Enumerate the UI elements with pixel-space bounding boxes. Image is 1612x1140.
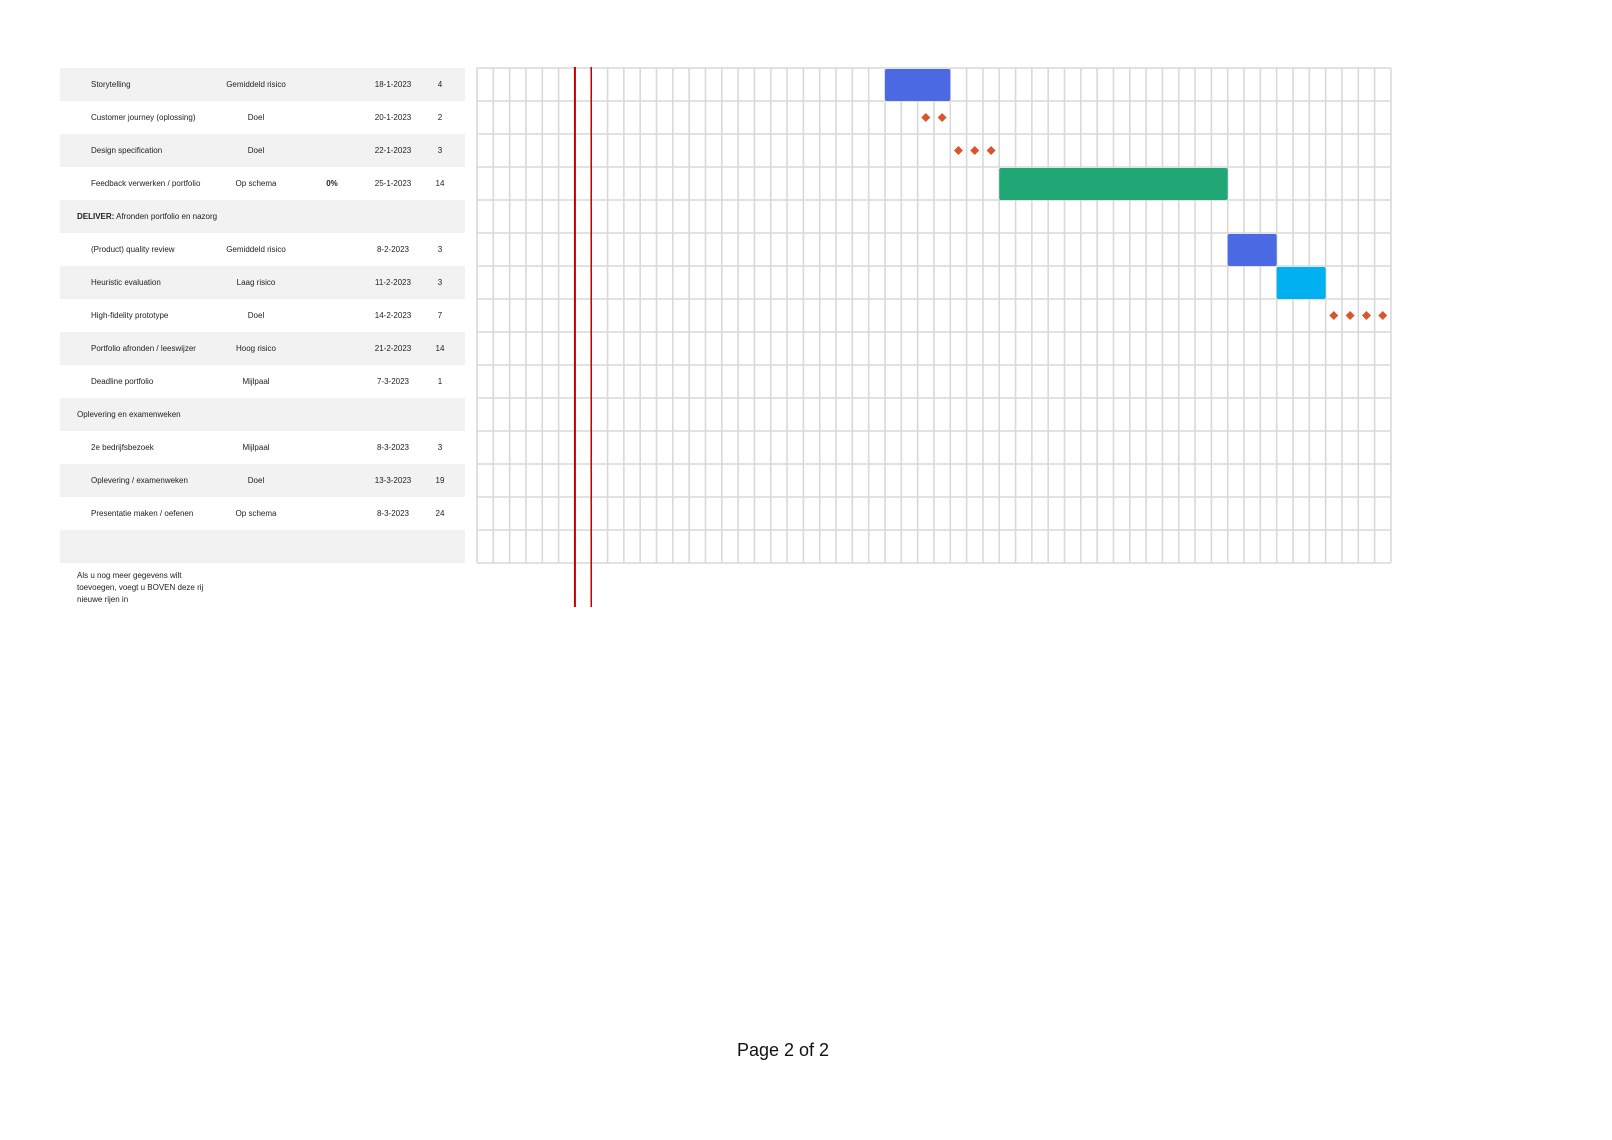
goal-diamond-marker xyxy=(970,146,980,155)
task-row[interactable]: Customer journey (oplossing) Doel 20-1-202… xyxy=(60,101,465,134)
task-row[interactable] xyxy=(60,530,465,563)
task-start-date: 25-1-2023 xyxy=(374,179,412,188)
task-row[interactable]: Storytelling Gemiddeld risico 18-1-2023 4 xyxy=(60,68,465,101)
task-row[interactable]: Presentatie maken / oefenen Op schema 8-3-… xyxy=(60,497,465,530)
section-header-row[interactable]: DELIVER: Afronden portfolio en nazorg xyxy=(60,200,465,233)
task-name: (Product) quality review xyxy=(91,245,175,254)
goal-diamond-marker xyxy=(953,146,963,155)
task-row[interactable]: Design specification Doel 22-1-2023 3 xyxy=(60,134,465,167)
goal-diamond-marker xyxy=(921,113,931,122)
task-status: Doel xyxy=(247,476,265,485)
task-start-date: 11-2-2023 xyxy=(375,278,411,287)
gantt-chart xyxy=(476,67,1392,607)
section-title: Oplevering en examenweken xyxy=(77,410,181,419)
section-title: DELIVER: Afronden portfolio en nazorg xyxy=(77,200,217,233)
gantt-bar xyxy=(999,168,1228,200)
insert-rows-note: Als u nog meer gegevens wilt toevoegen, … xyxy=(77,571,204,604)
task-status: Gemiddeld risico xyxy=(226,80,286,89)
goal-diamond-marker xyxy=(1329,311,1339,320)
task-name: Presentatie maken / oefenen xyxy=(91,509,194,518)
task-progress: 0% xyxy=(326,179,338,188)
task-name: Oplevering / examenweken xyxy=(91,476,188,485)
task-start-date: 13-3-2023 xyxy=(374,476,412,485)
task-row[interactable]: 2e bedrijfsbezoek Mijlpaal 8-3-2023 3 xyxy=(60,431,465,464)
task-start-date: 8-2-2023 xyxy=(376,245,410,254)
gantt-bar xyxy=(1276,267,1326,299)
task-name: Deadline portfolio xyxy=(91,377,154,386)
task-days: 1 xyxy=(437,377,443,386)
task-status: Laag risico xyxy=(236,278,276,287)
goal-diamond-marker xyxy=(1378,311,1388,320)
task-status: Doel xyxy=(247,311,265,320)
task-status: Doel xyxy=(247,146,265,155)
task-days: 14 xyxy=(435,179,445,188)
task-status: Doel xyxy=(247,113,265,122)
task-days: 19 xyxy=(435,476,445,485)
page-footer: Page 2 of 2 xyxy=(736,1040,830,1060)
task-days: 3 xyxy=(437,443,443,452)
task-row[interactable]: Heuristic evaluation Laag risico 11-2-2023… xyxy=(60,266,465,299)
goal-diamond-marker xyxy=(986,146,996,155)
task-status: Mijlpaal xyxy=(242,443,270,452)
task-start-date: 21-2-2023 xyxy=(374,344,412,353)
task-status: Op schema xyxy=(235,179,277,188)
task-name: 2e bedrijfsbezoek xyxy=(91,443,154,452)
task-status: Op schema xyxy=(235,509,277,518)
task-days: 14 xyxy=(435,344,445,353)
task-name: Feedback verwerken / portfolio xyxy=(91,179,201,188)
task-name: Design specification xyxy=(91,146,163,155)
goal-diamond-marker xyxy=(1361,311,1371,320)
task-days: 4 xyxy=(437,80,443,89)
task-row[interactable]: (Product) quality review Gemiddeld risico… xyxy=(60,233,465,266)
task-start-date: 8-3-2023 xyxy=(376,509,410,518)
goal-diamond-marker xyxy=(937,113,947,122)
task-name: Heuristic evaluation xyxy=(91,278,161,287)
section-title-rest: Afronden portfolio en nazorg xyxy=(114,212,218,221)
task-row[interactable]: Deadline portfolio Mijlpaal 7-3-2023 1 xyxy=(60,365,465,398)
section-header-row[interactable]: Oplevering en examenweken xyxy=(60,398,465,431)
task-start-date: 8-3-2023 xyxy=(376,443,410,452)
task-status: Hoog risico xyxy=(235,344,276,353)
task-row[interactable]: Feedback verwerken / portfolio Op schema 0… xyxy=(60,167,465,200)
task-row[interactable]: Oplevering / examenweken Doel 13-3-2023 19 xyxy=(60,464,465,497)
task-row[interactable]: Portfolio afronden / leeswijzer Hoog risi… xyxy=(60,332,465,365)
gantt-bar xyxy=(1227,234,1277,266)
task-days: 3 xyxy=(437,278,443,287)
task-status: Gemiddeld risico xyxy=(226,245,286,254)
task-start-date: 14-2-2023 xyxy=(374,311,412,320)
task-start-date: 7-3-2023 xyxy=(376,377,410,386)
goal-diamond-marker xyxy=(1345,311,1355,320)
task-days: 3 xyxy=(437,245,443,254)
task-row[interactable]: High-fidelity prototype Doel 14-2-2023 7 xyxy=(60,299,465,332)
section-phase: DELIVER: xyxy=(77,212,115,221)
task-start-date: 22-1-2023 xyxy=(374,146,412,155)
task-days: 24 xyxy=(435,509,445,518)
task-days: 3 xyxy=(437,146,443,155)
gantt-bar xyxy=(885,69,951,101)
task-name: Customer journey (oplossing) xyxy=(91,113,196,122)
task-days: 7 xyxy=(437,311,443,320)
task-start-date: 18-1-2023 xyxy=(374,80,412,89)
task-name: Storytelling xyxy=(91,80,131,89)
task-name: High-fidelity prototype xyxy=(91,311,169,320)
task-start-date: 20-1-2023 xyxy=(374,113,412,122)
task-days: 2 xyxy=(437,113,443,122)
task-status: Mijlpaal xyxy=(242,377,270,386)
task-name: Portfolio afronden / leeswijzer xyxy=(91,344,196,353)
